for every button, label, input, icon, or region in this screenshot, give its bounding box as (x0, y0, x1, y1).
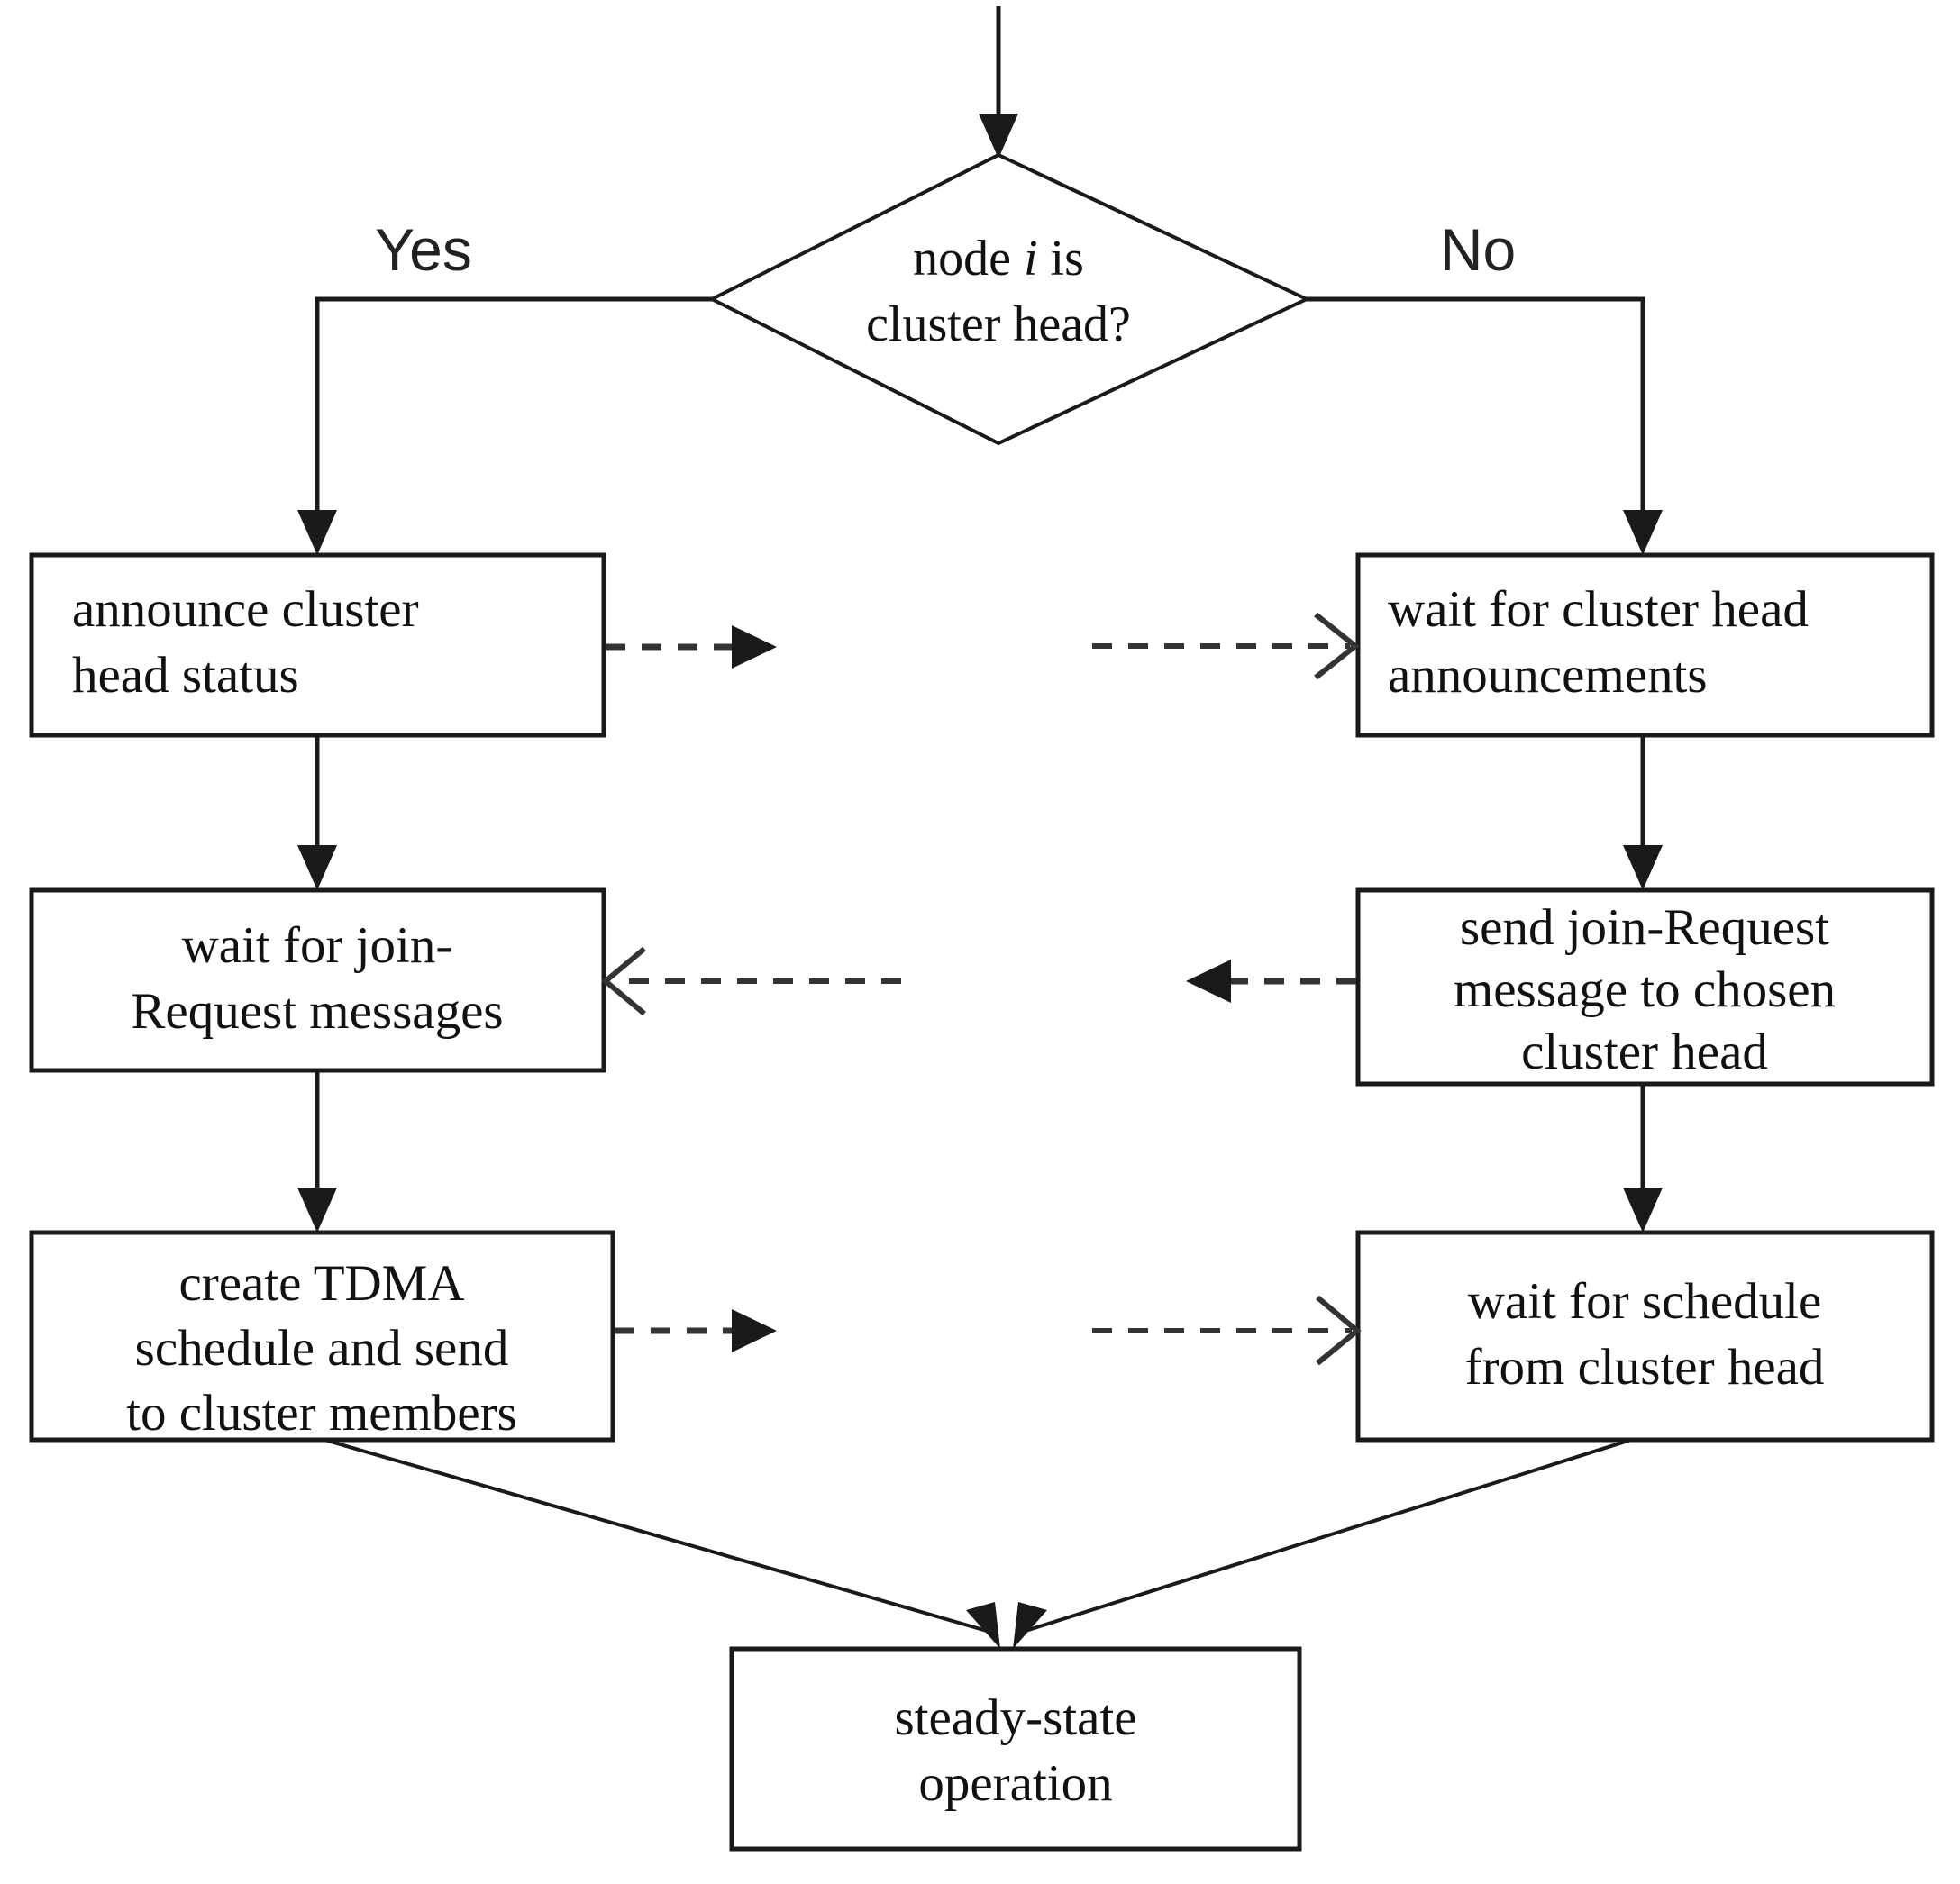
node-wait-for-announcements-line-1: wait for cluster head (1388, 581, 1809, 638)
node-create-tdma-line-3: to cluster members (126, 1385, 517, 1442)
node-announce-cluster-head[interactable]: announce cluster head status (29, 552, 606, 738)
dashed-connector-row3-right (1092, 1295, 1362, 1366)
node-create-tdma-line-1: create TDMA (178, 1255, 464, 1312)
decision-line-1-post: is (1038, 231, 1084, 287)
node-steady-state-operation[interactable]: steady-state operation (729, 1646, 1302, 1852)
decision-line-1: node i is (913, 231, 1084, 287)
no-branch-connector (1307, 296, 1663, 555)
node-wait-join-request-line-2: Request messages (131, 983, 503, 1040)
node-send-join-request-line-2: message to chosen (1454, 961, 1836, 1018)
connector-wait-join-to-tdma (297, 1070, 337, 1233)
node-send-join-request-line-3: cluster head (1521, 1024, 1768, 1080)
dashed-connector-row2-right (1186, 960, 1356, 1003)
decision-line-1-italic-i: i (1024, 231, 1038, 287)
connector-send-join-to-wait-schedule (1623, 1084, 1663, 1233)
node-announce-cluster-head-line-2: head status (72, 647, 299, 704)
yes-branch-connector (297, 296, 712, 555)
node-send-join-request[interactable]: send join-Request message to chosen clus… (1355, 887, 1935, 1087)
node-wait-join-request[interactable]: wait for join- Request messages (29, 887, 606, 1073)
node-create-tdma[interactable]: create TDMA schedule and send to cluster… (29, 1230, 615, 1443)
dashed-connector-row2-left (601, 946, 901, 1016)
node-steady-state-line-2: operation (918, 1755, 1112, 1812)
node-wait-for-announcements[interactable]: wait for cluster head announcements (1355, 552, 1935, 738)
dashed-connector-row1-right (1092, 612, 1360, 680)
decision-line-1-pre: node (913, 231, 1024, 287)
connector-announce-to-wait-join (297, 735, 337, 890)
connector-announcements-to-send-join (1623, 735, 1663, 890)
branch-label-yes: Yes (375, 216, 472, 283)
connector-tdma-to-steady-state (324, 1438, 1000, 1649)
decision-node-is-cluster-head[interactable]: node i is cluster head? (707, 152, 1311, 446)
node-announce-cluster-head-line-1: announce cluster (72, 581, 419, 638)
dashed-connector-row3-left (615, 1309, 777, 1352)
connector-schedule-to-steady-state (1013, 1438, 1632, 1649)
node-wait-for-announcements-line-2: announcements (1388, 647, 1708, 704)
node-wait-for-schedule-line-2: from cluster head (1465, 1339, 1825, 1396)
decision-line-2: cluster head? (866, 296, 1131, 352)
node-steady-state-line-1: steady-state (894, 1689, 1136, 1746)
dashed-connector-row1-left (606, 625, 777, 669)
node-wait-join-request-line-1: wait for join- (182, 917, 453, 974)
node-wait-for-schedule[interactable]: wait for schedule from cluster head (1355, 1230, 1935, 1443)
node-wait-for-schedule-line-1: wait for schedule (1468, 1273, 1822, 1330)
branch-label-no: No (1440, 216, 1516, 283)
node-create-tdma-line-2: schedule and send (135, 1320, 509, 1377)
node-send-join-request-line-1: send join-Request (1460, 899, 1829, 956)
entry-arrow (979, 6, 1018, 159)
